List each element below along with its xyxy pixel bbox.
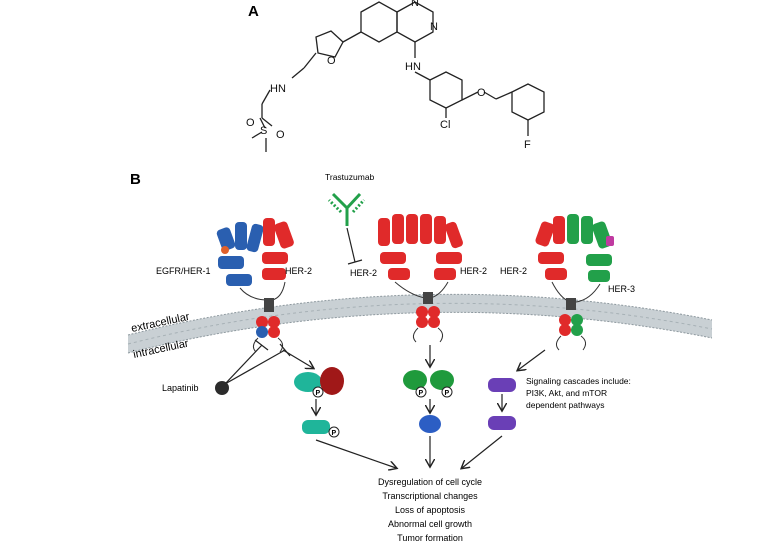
atom-hn-amine: HN <box>270 83 286 95</box>
atom-o-s2: O <box>276 129 285 141</box>
phospho-badge: P <box>419 390 424 397</box>
her3-label: HER-3 <box>608 284 635 294</box>
receptor-dimer-egfr-her2 <box>216 218 294 353</box>
arrow-dimer1-pathway <box>282 349 313 368</box>
phospho-badge: P <box>445 390 450 397</box>
panel-a: A <box>246 0 545 152</box>
outcome-item: Transcriptional changes <box>382 491 478 501</box>
trastuzumab-antibody <box>327 192 366 226</box>
atom-hn-aniline: HN <box>405 61 421 73</box>
pathway-egfr-her2: P P <box>294 367 344 438</box>
phospho-badge: P <box>316 390 321 397</box>
atom-n-right: N <box>430 21 438 33</box>
trastuzumab-inhibition <box>346 227 363 265</box>
her2-label-left: HER-2 <box>285 266 312 276</box>
egfr-label: EGFR/HER-1 <box>156 266 211 276</box>
atom-s: S <box>260 125 267 137</box>
pathway-her2-her3 <box>488 378 516 430</box>
arrow-dimer3-pathway <box>518 349 546 370</box>
atom-o-ether: O <box>477 87 486 99</box>
panel-b-label: B <box>130 171 141 188</box>
outcomes-list: Dysregulation of cell cycle Transcriptio… <box>378 477 482 543</box>
signaling-note-line-2: PI3K, Akt, and mTOR <box>526 388 607 398</box>
trastuzumab-label: Trastuzumab <box>325 172 375 182</box>
panel-b: B Trastuzumab extracellular intracellula… <box>127 171 713 543</box>
signaling-note: Signaling cascades include: PI3K, Akt, a… <box>526 376 631 410</box>
receptor-dimer-her2-her3 <box>535 214 614 351</box>
lapatinib-label: Lapatinib <box>162 383 199 393</box>
atom-f: F <box>524 139 531 151</box>
atom-n-top: N <box>411 0 419 9</box>
outcome-item: Loss of apoptosis <box>395 505 466 515</box>
lapatinib-structure <box>251 1 545 152</box>
signaling-note-line-3: dependent pathways <box>526 400 604 410</box>
pathway-her2-her2: P P <box>403 370 454 433</box>
her2-label-right: HER-2 <box>500 266 527 276</box>
her2-label-mid-right: HER-2 <box>460 266 487 276</box>
arrow-converge-3 <box>462 435 503 468</box>
arrow-converge-1 <box>315 439 396 468</box>
outcome-item: Dysregulation of cell cycle <box>378 477 482 487</box>
atom-o-s1: O <box>246 117 255 129</box>
receptor-dimer-her2-her2 <box>378 214 463 343</box>
phospho-badge: P <box>332 430 337 437</box>
signaling-note-line-1: Signaling cascades include: <box>526 376 631 386</box>
outcome-item: Tumor formation <box>397 533 463 543</box>
lapatinib-inhibition <box>224 339 291 385</box>
her2-label-mid-left: HER-2 <box>350 268 377 278</box>
atom-o-furan: O <box>327 55 336 67</box>
atom-cl: Cl <box>440 119 450 131</box>
lapatinib-molecule <box>215 381 229 395</box>
outcome-item: Abnormal cell growth <box>388 519 472 529</box>
panel-a-label: A <box>248 3 259 20</box>
